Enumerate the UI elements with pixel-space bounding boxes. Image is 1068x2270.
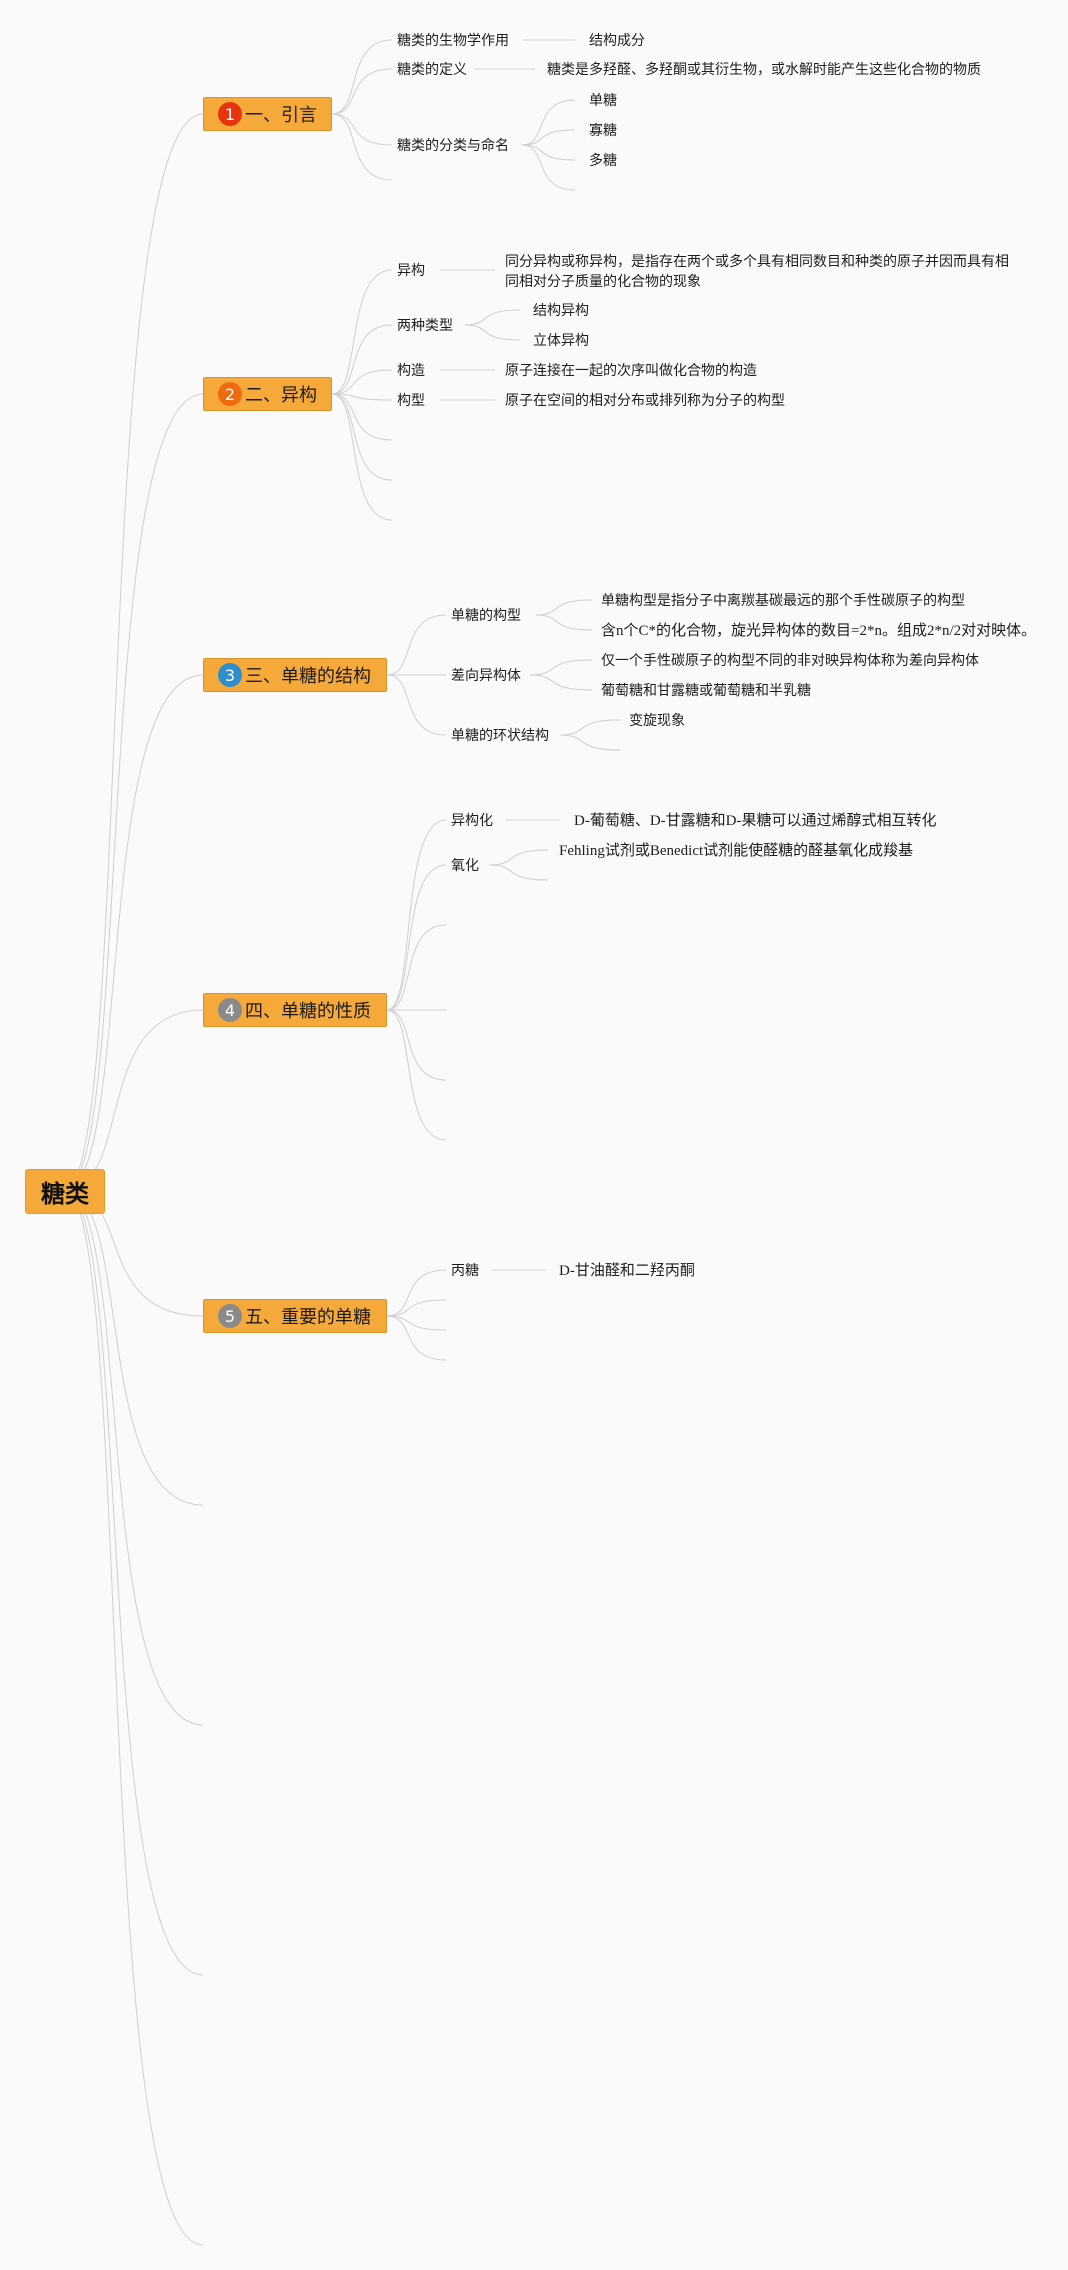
node-ring-structure[interactable]: 单糖的环状结构 (451, 728, 549, 744)
connector (521, 129, 576, 146)
branch-label: 四、单糖的性质 (245, 1001, 371, 1022)
node-configuration-text[interactable]: 原子在空间的相对分布或排列称为分子的构型 (505, 393, 785, 409)
root-connector (63, 1189, 204, 1506)
connector (386, 1009, 447, 1081)
connector (521, 144, 576, 191)
connector (464, 309, 521, 326)
connector (559, 719, 621, 736)
branch-label: 五、重要的单糖 (245, 1307, 371, 1328)
root-connector (63, 113, 204, 1191)
root-connector (63, 1009, 204, 1191)
connector (535, 614, 593, 631)
node-stereoisomer[interactable]: 立体异构 (533, 333, 589, 349)
branch-isomerism[interactable]: 2 二、异构 (203, 377, 332, 411)
node-definition-text[interactable]: 糖类是多羟醛、多羟酮或其衍生物，或水解时能产生这些化合物的物质 (547, 62, 981, 78)
node-structural-isomer[interactable]: 结构异构 (533, 303, 589, 319)
connector (386, 924, 447, 1011)
connector (386, 614, 447, 676)
root-connector (63, 1189, 204, 1976)
node-definition[interactable]: 糖类的定义 (397, 62, 467, 78)
connector (331, 324, 393, 395)
node-epimer-example[interactable]: 葡萄糖和甘露糖或葡萄糖和半乳糖 (601, 683, 811, 699)
connector (386, 864, 447, 1011)
connector (331, 369, 393, 395)
node-monosaccharide[interactable]: 单糖 (589, 93, 617, 109)
connector (331, 68, 393, 115)
node-bio-role[interactable]: 糖类的生物学作用 (397, 33, 509, 49)
node-chiral-count[interactable]: 含n个C*的化合物，旋光异构体的数目=2*n。组成2*n/2对对映体。 (601, 623, 1037, 639)
connector (331, 393, 393, 521)
connector (331, 39, 393, 115)
node-isomerization[interactable]: 异构化 (451, 813, 493, 829)
root-connector (63, 393, 204, 1191)
node-structural-component[interactable]: 结构成分 (589, 33, 645, 49)
connector (331, 113, 393, 181)
connector (559, 734, 621, 751)
branch-monosaccharide-properties[interactable]: 4 四、单糖的性质 (203, 993, 387, 1027)
connector (331, 393, 393, 441)
node-constitution-text[interactable]: 原子连接在一起的次序叫做化合物的构造 (505, 363, 757, 379)
node-triose[interactable]: 丙糖 (451, 1263, 479, 1279)
branch-label: 三、单糖的结构 (245, 666, 371, 687)
root-node[interactable]: 糖类 (25, 1169, 105, 1214)
badge-5: 5 (218, 1304, 242, 1328)
badge-3: 3 (218, 663, 242, 687)
connector (521, 144, 576, 161)
root-label: 糖类 (41, 1180, 89, 1208)
connector (331, 269, 393, 395)
node-oxidation-text[interactable]: Fehling试剂或Benedict试剂能使醛糖的醛基氧化成羧基 (559, 843, 914, 859)
node-mutarotation[interactable]: 变旋现象 (629, 713, 685, 729)
badge-2: 2 (218, 382, 242, 406)
node-polysaccharide[interactable]: 多糖 (589, 153, 617, 169)
connector (386, 1009, 447, 1141)
connector (331, 393, 393, 401)
node-isomer[interactable]: 异构 (397, 263, 425, 279)
node-triose-text[interactable]: D-甘油醛和二羟丙酮 (559, 1263, 695, 1279)
connector (489, 864, 549, 881)
root-connector (63, 1189, 204, 1726)
badge-4: 4 (218, 998, 242, 1022)
connector (386, 1315, 447, 1331)
connector (535, 599, 593, 616)
connector (386, 819, 447, 1011)
node-oxidation[interactable]: 氧化 (451, 858, 479, 874)
connector (489, 849, 549, 866)
connector (386, 1269, 447, 1317)
root-connector (63, 1189, 204, 2246)
connector (331, 113, 393, 146)
node-epimer-def[interactable]: 仅一个手性碳原子的构型不同的非对映异构体称为差向异构体 (601, 653, 979, 669)
node-two-types[interactable]: 两种类型 (397, 318, 453, 334)
branch-label: 二、异构 (245, 385, 317, 406)
connector (386, 1299, 447, 1317)
branch-monosaccharide-structure[interactable]: 3 三、单糖的结构 (203, 658, 387, 692)
node-mono-configuration[interactable]: 单糖的构型 (451, 608, 521, 624)
node-isomer-definition[interactable]: 同分异构或称异构，是指存在两个或多个具有相同数目和种类的原子并因而具有相同相对分… (505, 254, 1009, 290)
branch-label: 一、引言 (245, 105, 317, 126)
branch-introduction[interactable]: 1 一、引言 (203, 97, 332, 131)
node-classification[interactable]: 糖类的分类与命名 (397, 138, 509, 154)
node-oligosaccharide[interactable]: 寡糖 (589, 123, 617, 139)
node-configuration[interactable]: 构型 (397, 393, 425, 409)
branch-important-monosaccharides[interactable]: 5 五、重要的单糖 (203, 1299, 387, 1333)
node-epimer[interactable]: 差向异构体 (451, 668, 521, 684)
connector (521, 99, 576, 146)
node-constitution[interactable]: 构造 (397, 363, 425, 379)
connector (529, 659, 593, 676)
badge-1: 1 (218, 102, 242, 126)
connector (331, 393, 393, 481)
connector (386, 1315, 447, 1361)
node-isomerization-text[interactable]: D-葡萄糖、D-甘露糖和D-果糖可以通过烯醇式相互转化 (574, 813, 937, 829)
connector (529, 674, 593, 691)
connector (386, 674, 447, 736)
connector (464, 324, 521, 341)
node-mono-configuration-def[interactable]: 单糖构型是指分子中离羰基碳最远的那个手性碳原子的构型 (601, 593, 965, 609)
root-connector (63, 674, 204, 1191)
